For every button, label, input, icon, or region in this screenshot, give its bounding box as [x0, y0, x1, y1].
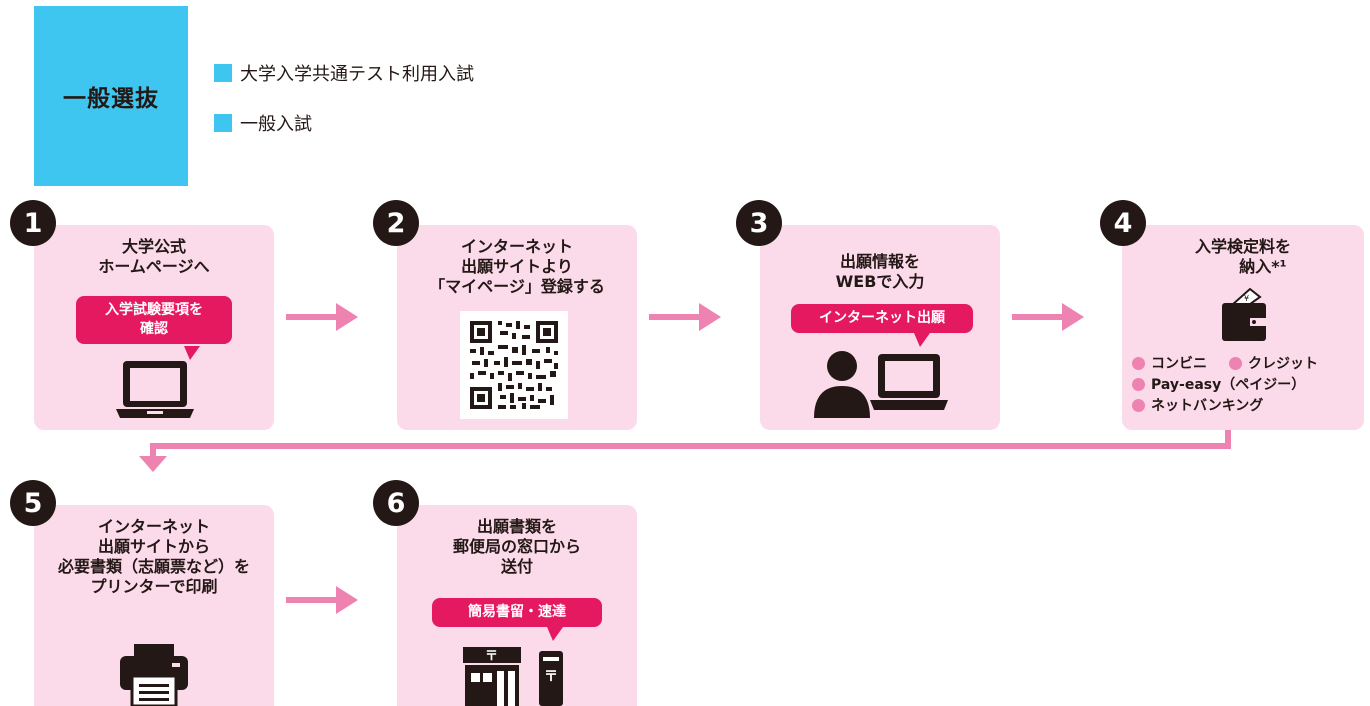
svg-text:¥: ¥ [1244, 294, 1249, 303]
wallet-icon: ¥ [1222, 287, 1266, 341]
category-title: 一般選抜 [63, 86, 159, 112]
step-title: 出願書類を 郵便局の窓口から 送付 [452, 517, 581, 576]
legend-item-general: 一般入試 [214, 110, 312, 136]
person-with-laptop-icon [814, 351, 948, 418]
payment-methods-row: Pay-easy（ペイジー） [1132, 374, 1305, 394]
svg-text:〒: 〒 [485, 649, 498, 664]
bullet-dot [1229, 356, 1242, 370]
connector-line [150, 443, 1231, 449]
bubble-tail [547, 627, 563, 641]
bullet-dot [1132, 377, 1145, 391]
step-card-5: インターネット 出願サイトから 必要書類（志願票など）を プリンターで印刷 [34, 505, 274, 706]
step-card-6: 出願書類を 郵便局の窓口から 送付 簡易書留・速達 〒 〒 [397, 505, 637, 706]
step-title: インターネット 出願サイトより 「マイページ」登録する [429, 237, 605, 296]
step-number-2: 2 [373, 200, 419, 246]
flow-arrow [649, 314, 699, 320]
legend-item-common-test: 大学入学共通テスト利用入試 [214, 60, 474, 86]
step-card-3: 出願情報を WEBで入力 インターネット出願 [760, 225, 1000, 430]
payment-method-credit: クレジット [1248, 356, 1318, 372]
bubble-tail [914, 333, 930, 347]
payment-method-net-banking: ネットバンキング [1151, 398, 1264, 414]
post-office-icon: 〒 〒 [463, 647, 563, 706]
step-number-5: 5 [10, 480, 56, 526]
step-card-1: 大学公式 ホームページへ 入学試験要項を 確認 [34, 225, 274, 430]
arrow-head [336, 586, 358, 614]
bullet-dot [1132, 356, 1145, 370]
step-number-1: 1 [10, 200, 56, 246]
qr-code [460, 311, 568, 419]
payment-methods-row: コンビニ クレジット [1132, 353, 1318, 373]
bubble-tail [184, 346, 200, 360]
category-box: 一般選抜 [34, 6, 188, 186]
arrow-head [336, 303, 358, 331]
internet-application-bubble: インターネット出願 [791, 304, 973, 333]
legend-swatch [214, 64, 232, 82]
registered-express-mail-bubble: 簡易書留・速達 [432, 598, 602, 627]
legend-label: 一般入試 [240, 114, 312, 135]
bullet-dot [1132, 398, 1145, 412]
payment-method-convenience-store: コンビニ [1151, 356, 1207, 372]
step-title: インターネット 出願サイトから 必要書類（志願票など）を プリンターで印刷 [57, 517, 250, 596]
arrow-head [139, 456, 167, 472]
payment-methods-row: ネットバンキング [1132, 395, 1263, 415]
printer-icon [120, 644, 188, 706]
svg-text:〒: 〒 [544, 669, 558, 685]
flow-arrow [286, 597, 336, 603]
flow-arrow [1012, 314, 1062, 320]
laptop-icon [116, 361, 194, 418]
flow-arrow [286, 314, 336, 320]
step-title: 大学公式 ホームページへ [98, 237, 210, 276]
step-number-3: 3 [736, 200, 782, 246]
connector-line [1225, 430, 1231, 449]
arrow-head [1062, 303, 1084, 331]
payment-method-pay-easy: Pay-easy（ペイジー） [1151, 377, 1306, 393]
step-number-6: 6 [373, 480, 419, 526]
step-card-4: 入学検定料を 納入*¹ ¥ コンビニ クレジット Pay-easy（ペイジー） … [1122, 225, 1364, 430]
connector-line [150, 443, 156, 457]
step-title: 入学検定料を 納入*¹ [1194, 237, 1291, 276]
confirm-guidelines-bubble: 入学試験要項を 確認 [76, 296, 232, 344]
legend-label: 大学入学共通テスト利用入試 [240, 64, 474, 85]
step-card-2: インターネット 出願サイトより 「マイページ」登録する [397, 225, 637, 430]
step-number-4: 4 [1100, 200, 1146, 246]
arrow-head [699, 303, 721, 331]
legend-swatch [214, 114, 232, 132]
step-title: 出願情報を WEBで入力 [835, 252, 925, 291]
